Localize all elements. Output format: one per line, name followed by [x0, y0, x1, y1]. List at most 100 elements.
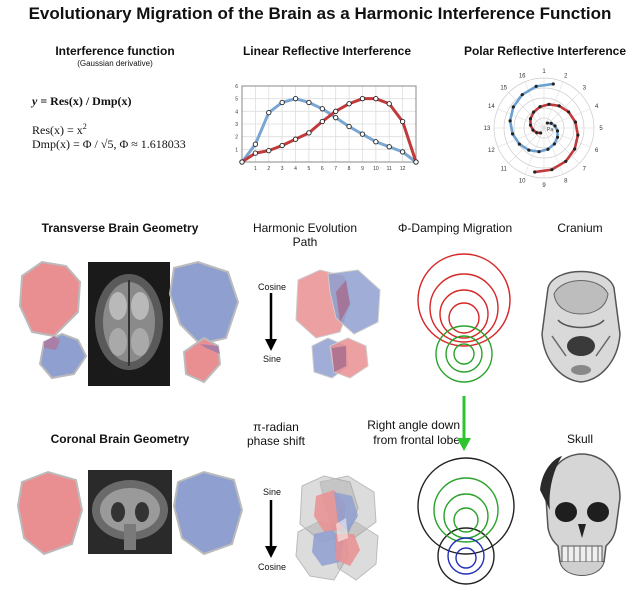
- x-tick-label: 4: [294, 166, 297, 172]
- formula-dmp: Dmp(x) = Φ / √5, Φ ≈ 1.618033: [32, 137, 186, 151]
- series-2-point: [239, 159, 245, 165]
- polar-angle-label: 13: [484, 126, 491, 132]
- x-tick-label: 7: [334, 166, 337, 172]
- polar-spoke: [508, 92, 545, 129]
- coronal-geometry: [16, 470, 244, 556]
- polar-point: [576, 133, 580, 137]
- polar-center-label: Pa: [547, 127, 553, 133]
- y-tick-label: 2: [235, 135, 238, 141]
- x-tick-label: 6: [321, 166, 324, 172]
- polar-point: [553, 124, 557, 128]
- polar-point: [549, 121, 553, 125]
- formula-y: y = Res(x) / Dmp(x): [32, 94, 131, 109]
- series-1-point: [319, 106, 325, 112]
- series-2-point: [266, 147, 272, 154]
- phase-shift-diagram: [295, 475, 379, 581]
- series-2-point: [346, 101, 352, 107]
- polar-point: [551, 82, 555, 86]
- polar-point: [533, 170, 537, 174]
- damping-green-circle-2: [445, 335, 483, 373]
- x-tick-label: 10: [373, 166, 379, 172]
- polar-angle-label: 9: [542, 183, 546, 189]
- formula-res-exponent: 2: [82, 122, 87, 131]
- polar-spoke: [524, 81, 545, 129]
- damping-heading: Φ-Damping Migration: [397, 221, 513, 235]
- polar-point: [510, 132, 515, 136]
- x-tick-label: 5: [308, 166, 311, 172]
- polar-point: [520, 93, 524, 97]
- y-tick-label: 5: [235, 97, 238, 103]
- transverse-right-blue-lobe: [168, 260, 240, 346]
- series-1-point: [266, 109, 272, 116]
- linear-heading: Linear Reflective Interference: [242, 44, 412, 58]
- phi-damping-circles: [417, 253, 511, 383]
- migration-blue-circle-2: [455, 547, 477, 569]
- series-1-point: [279, 99, 285, 106]
- transverse-left-red-lobe: [18, 260, 82, 338]
- polar-angle-label: 2: [564, 73, 568, 79]
- x-tick-label: 11: [387, 166, 392, 172]
- series-2-point: [306, 130, 312, 136]
- polar-point: [532, 110, 536, 114]
- series-1-point: [359, 131, 366, 137]
- polar-point: [555, 135, 560, 139]
- harmonic-top-label: Cosine: [257, 282, 286, 292]
- x-tick-label: 12: [400, 166, 406, 172]
- phase-heading-line2: phase shift: [246, 434, 306, 448]
- transverse-right-overlap: [200, 344, 220, 354]
- x-tick-label: 8: [348, 166, 351, 172]
- polar-spoke: [543, 127, 564, 175]
- x-tick-label: 2: [267, 166, 270, 172]
- polar-angle-label: 8: [564, 179, 568, 185]
- polar-spoke: [543, 127, 591, 148]
- series-1-point: [386, 144, 392, 150]
- polar-spoke: [497, 108, 545, 129]
- polar-point: [573, 147, 577, 151]
- transverse-left-overlap: [44, 336, 60, 350]
- migration-black-circle-2: [437, 527, 495, 585]
- series-2-point: [386, 101, 392, 107]
- damping-red-circle-2: [429, 273, 499, 343]
- coronal-heading: Coronal Brain Geometry: [50, 432, 190, 446]
- series-1-point: [252, 141, 259, 147]
- migration-black-circle-1: [417, 457, 515, 555]
- series-1-point: [306, 99, 312, 106]
- polar-angle-label: 6: [595, 148, 599, 154]
- polar-angle-label: 12: [488, 148, 495, 154]
- interference-subheading: (Gaussian derivative): [77, 59, 153, 68]
- damping-red-circle-4: [448, 302, 480, 334]
- bottom-migration-circles: [417, 457, 515, 585]
- series-1-point: [399, 149, 406, 155]
- polar-angle-label: 15: [500, 86, 507, 92]
- transverse-heading: Transverse Brain Geometry: [41, 221, 199, 235]
- polar-point: [555, 129, 560, 133]
- harmonic-evolution-diagram: [295, 269, 381, 379]
- formula-res-lhs: Res(x) = x: [32, 123, 83, 137]
- polar-point: [527, 148, 531, 152]
- series-2-point: [319, 118, 325, 125]
- right-angle-line2: from frontal lobe: [373, 433, 460, 447]
- polar-point: [508, 119, 512, 123]
- phase-arrow-down: [265, 500, 277, 558]
- migration-green-circle-1: [433, 477, 499, 543]
- x-tick-label: 9: [361, 166, 364, 172]
- series-1-point: [346, 123, 352, 130]
- polar-blue-spiral: [508, 82, 559, 154]
- polar-point: [528, 123, 533, 127]
- polar-point: [564, 159, 568, 163]
- formula-y-lhs: y: [32, 94, 38, 108]
- y-tick-label: 4: [235, 109, 238, 115]
- migration-blue-circle-1: [447, 537, 485, 575]
- damping-red-circle-3: [439, 289, 489, 339]
- series-1-point: [292, 96, 299, 102]
- polar-point: [537, 150, 541, 154]
- polar-point: [511, 105, 515, 109]
- series-2-point: [252, 150, 259, 156]
- polar-heading: Polar Reflective Interference: [463, 44, 627, 58]
- series-2-point: [333, 108, 339, 114]
- polar-point: [573, 120, 578, 124]
- polar-spoke: [543, 127, 580, 164]
- coronal-right-blue-lobe: [172, 470, 244, 556]
